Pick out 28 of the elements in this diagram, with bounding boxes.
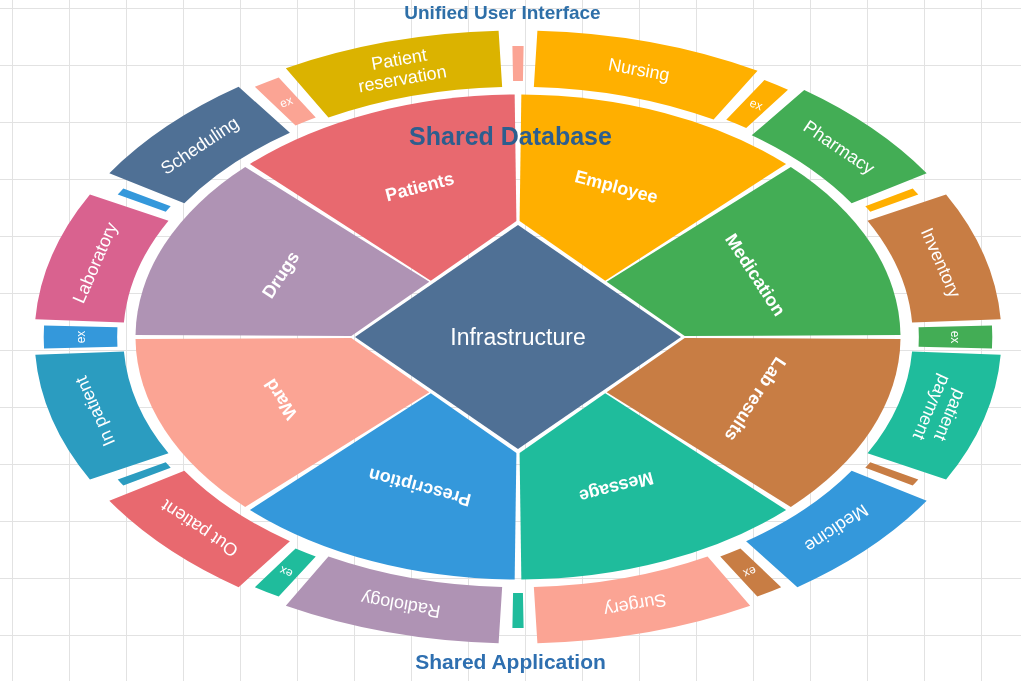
ring-segment (43, 325, 118, 349)
segment-label: ex (747, 95, 765, 114)
ring-segment (35, 351, 169, 480)
ring-title: Unified User Interface (404, 2, 601, 23)
segment-label: Patients (383, 168, 457, 206)
ring-segment (726, 80, 788, 129)
segment-label: ex (277, 563, 295, 581)
segment-label: Message (576, 467, 656, 507)
segment-label: Nursing (606, 54, 672, 86)
segment-label: ex (741, 563, 759, 581)
segment-label: Surgery (602, 589, 669, 621)
ring-segment (720, 548, 782, 597)
ring-segment (254, 548, 316, 597)
ring-segment (35, 194, 169, 323)
segment-label: Radiology (359, 588, 442, 622)
ring-segment (867, 351, 1001, 480)
diamond-label: Infrastructure (450, 324, 586, 350)
ring-segment (918, 325, 993, 349)
ring-segment (109, 470, 290, 588)
ring-title: Shared Application (415, 650, 606, 673)
ring-segment (867, 194, 1001, 323)
center-diamond (355, 225, 681, 449)
segment-label: ex (948, 330, 963, 344)
segment-label: ex (73, 330, 88, 344)
ring-segment (751, 89, 927, 204)
segment-label: Patient reservation (356, 44, 448, 97)
ring-segment (254, 77, 316, 126)
segment-label: ex (277, 93, 295, 111)
